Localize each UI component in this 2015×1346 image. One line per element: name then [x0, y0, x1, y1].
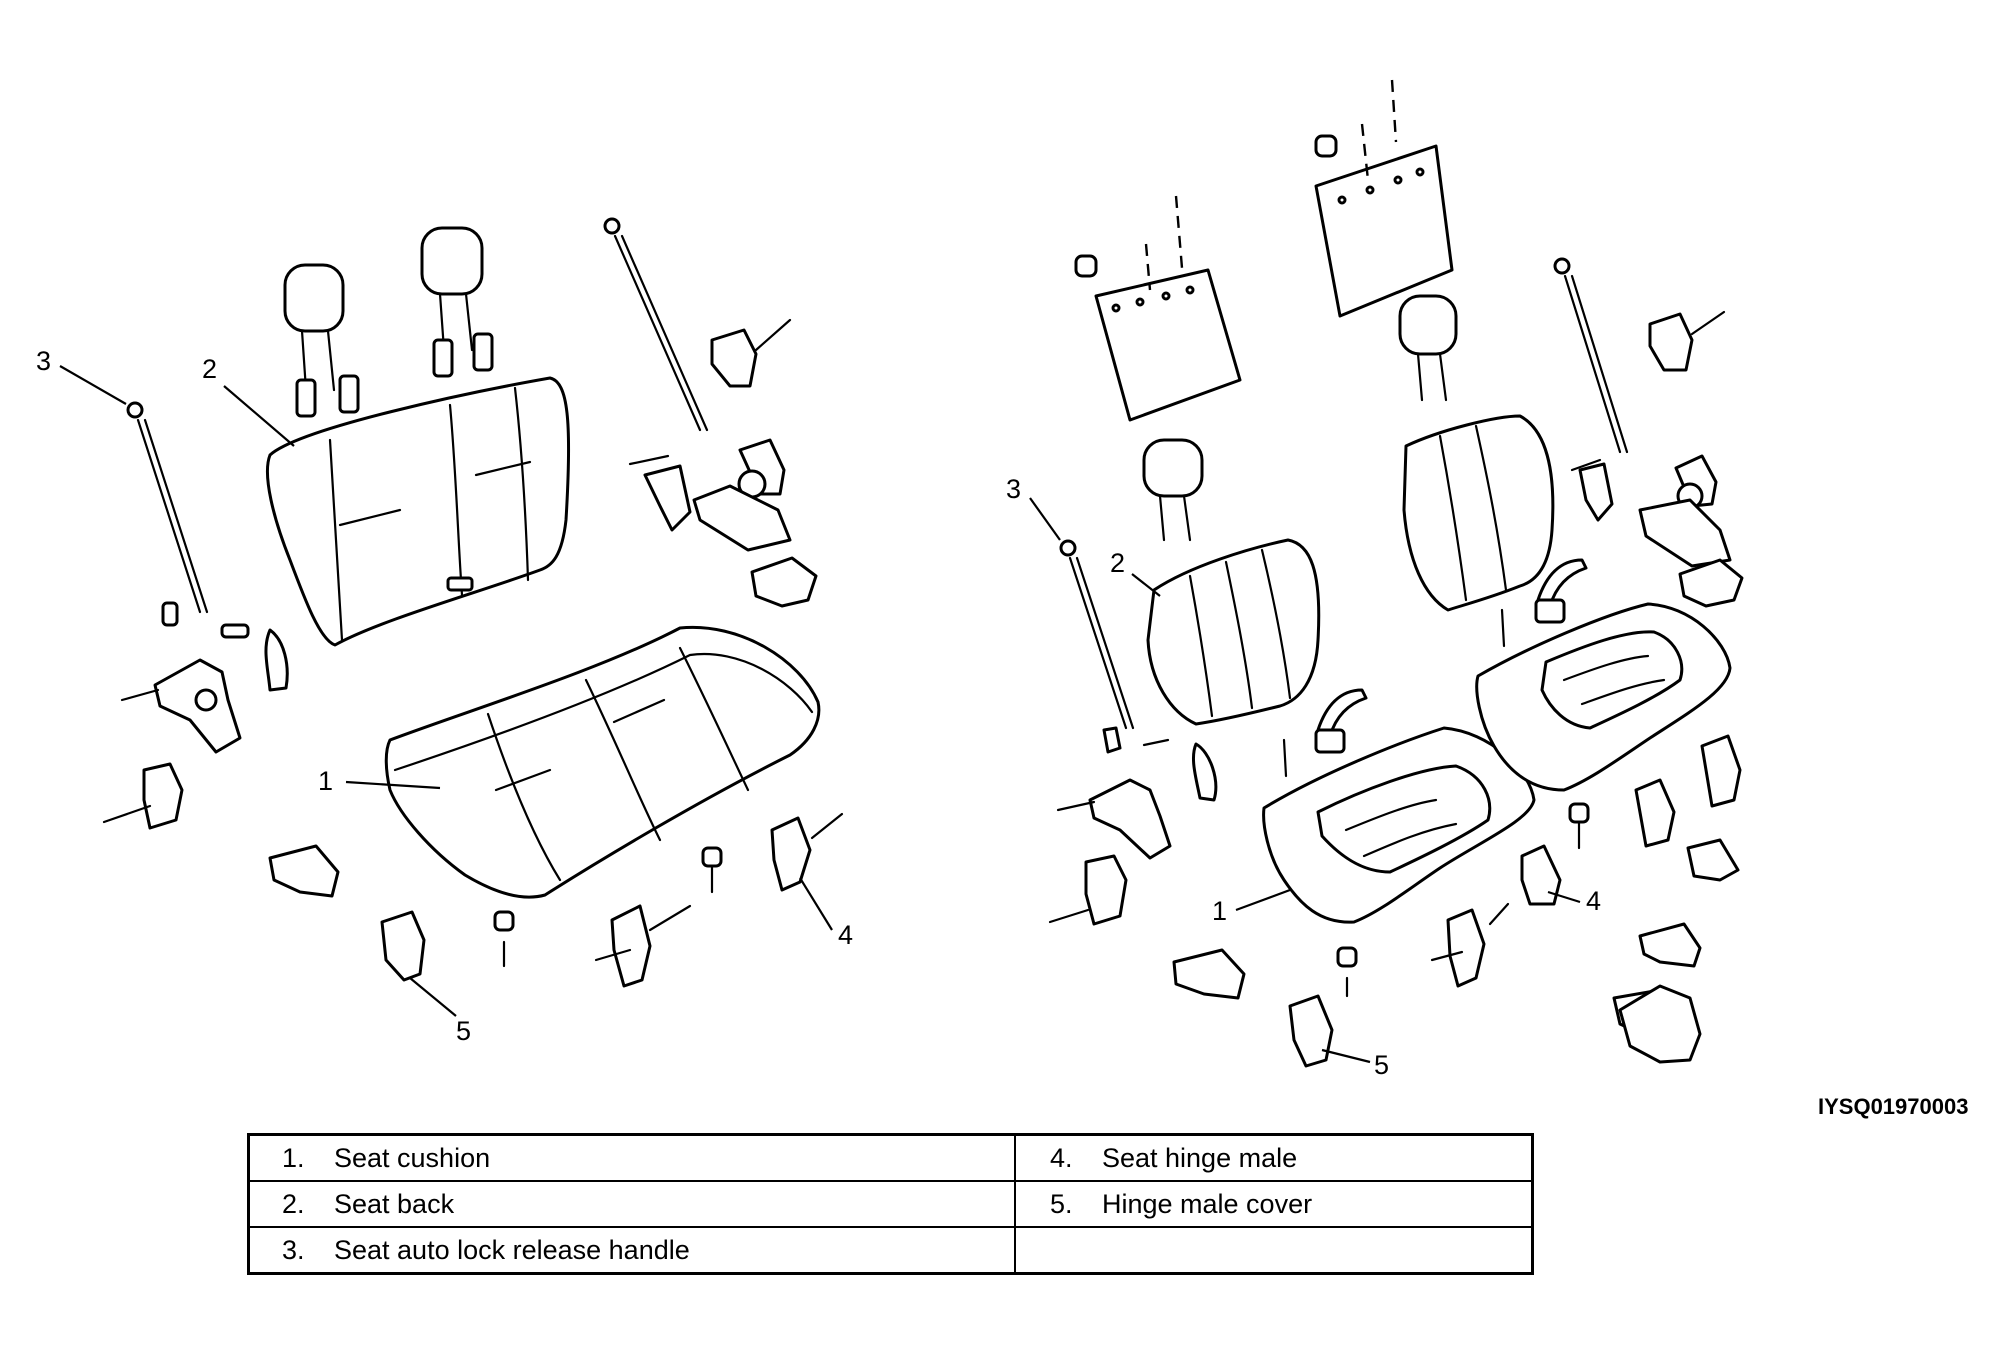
- right-side-hardware-left: [1048, 726, 1246, 1000]
- right-side-hardware: [628, 318, 818, 608]
- legend-number: 3.: [282, 1234, 305, 1265]
- right-callout-4: 4: [1586, 886, 1601, 916]
- parts-legend-table: 1. Seat cushion 4. Seat hinge male 2. Seat …: [247, 1133, 1534, 1275]
- legend-label: Seat auto lock release handle: [334, 1234, 690, 1265]
- legend-row: 3. Seat auto lock release handle: [247, 1226, 1534, 1275]
- left-callout-1: 1: [318, 766, 333, 796]
- legend-label: Hinge male cover: [1101, 1188, 1313, 1219]
- right-back-panel-lower: [1074, 195, 1242, 422]
- right-headrest-right: [1398, 294, 1458, 402]
- legend-cell: 4. Seat hinge male: [1013, 1133, 1534, 1182]
- right-seat-back-right: [1402, 414, 1555, 612]
- legend-cell: 2. Seat back: [247, 1180, 1016, 1228]
- legend-number: 1.: [282, 1142, 305, 1173]
- legend-label: Seat hinge male: [1101, 1142, 1298, 1173]
- right-seat-hinges: [1288, 734, 1742, 1068]
- legend-number: 5.: [1049, 1188, 1073, 1219]
- right-split-seat-assembly: [1048, 79, 1744, 1068]
- legend-label: Seat back: [334, 1188, 455, 1219]
- left-callout-2: 2: [202, 354, 217, 384]
- left-callout-4: 4: [838, 920, 853, 950]
- left-callout-5: 5: [456, 1016, 471, 1046]
- legend-row: 1. Seat cushion 4. Seat hinge male: [247, 1133, 1534, 1182]
- legend-row: 2. Seat back 5. Hinge male cover: [247, 1180, 1534, 1228]
- right-seat-cushion-right: [1475, 602, 1732, 792]
- right-release-handle-left: [1059, 539, 1135, 730]
- right-seat-cushion-left: [1262, 726, 1536, 924]
- left-release-handle-right: [603, 217, 709, 432]
- left-seat-back: [266, 376, 571, 647]
- legend-number: 4.: [1049, 1142, 1073, 1173]
- left-headrest-2: [420, 226, 494, 378]
- right-headrest-left: [1142, 438, 1204, 542]
- legend-number: 2.: [282, 1188, 305, 1219]
- legend-label: Seat cushion: [334, 1142, 491, 1173]
- left-bench-seat-assembly: [102, 217, 844, 988]
- left-callouts: 1 2 3 4 5: [36, 346, 853, 1046]
- legend-cell: 5. Hinge male cover: [1013, 1180, 1534, 1228]
- right-buckle-straps: [1282, 558, 1588, 778]
- right-seat-back-left: [1146, 538, 1321, 726]
- left-seat-hinges: [380, 812, 844, 988]
- legend-cell: 3. Seat auto lock release handle: [247, 1226, 1016, 1275]
- right-callout-3: 3: [1006, 474, 1021, 504]
- legend-cell: 1. Seat cushion: [247, 1133, 1016, 1182]
- left-side-hardware: [102, 601, 340, 898]
- right-side-hardware-right: [1570, 310, 1744, 608]
- left-seat-cushion: [384, 625, 821, 899]
- right-release-handle-right: [1553, 257, 1629, 454]
- right-callouts: 1 2 3 4 5: [1006, 474, 1601, 1080]
- left-release-handle-left: [126, 401, 209, 614]
- right-back-panel-upper: [1314, 79, 1454, 318]
- left-headrest-1: [283, 263, 360, 418]
- right-callout-1: 1: [1212, 896, 1227, 926]
- left-callout-3: 3: [36, 346, 51, 376]
- right-callout-2: 2: [1110, 548, 1125, 578]
- legend-cell: [1013, 1226, 1534, 1275]
- image-reference-code: IYSQ01970003: [1818, 1094, 1969, 1119]
- right-callout-5: 5: [1374, 1050, 1389, 1080]
